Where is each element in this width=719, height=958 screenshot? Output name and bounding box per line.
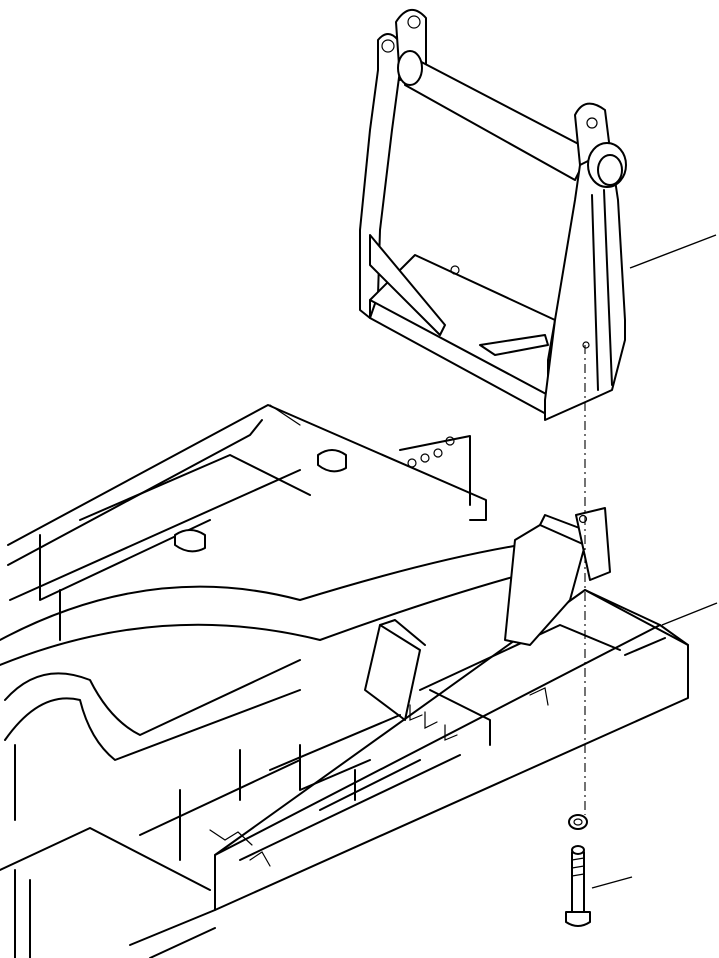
- frame-front-box: [214, 589, 689, 911]
- frame-knob-right: [317, 449, 347, 473]
- frame-support-block-left: [364, 624, 421, 721]
- frame-leader-line: [661, 602, 718, 626]
- frame-knob-left: [174, 529, 206, 553]
- bolt-leader-line: [591, 876, 633, 889]
- frame-left-arm: [4, 659, 301, 736]
- washer: [568, 814, 588, 830]
- bracket-shaft: [404, 54, 591, 181]
- frame-assembly: [0, 404, 689, 958]
- bracket-leader-line: [629, 234, 717, 269]
- bolt: [565, 845, 591, 927]
- frame-main-beam: [0, 544, 521, 641]
- frame-rear-rail: [7, 404, 487, 546]
- bracket-rib-left: [369, 234, 446, 336]
- bracket-rib-right: [479, 334, 549, 356]
- bracket-assembly: [359, 9, 627, 421]
